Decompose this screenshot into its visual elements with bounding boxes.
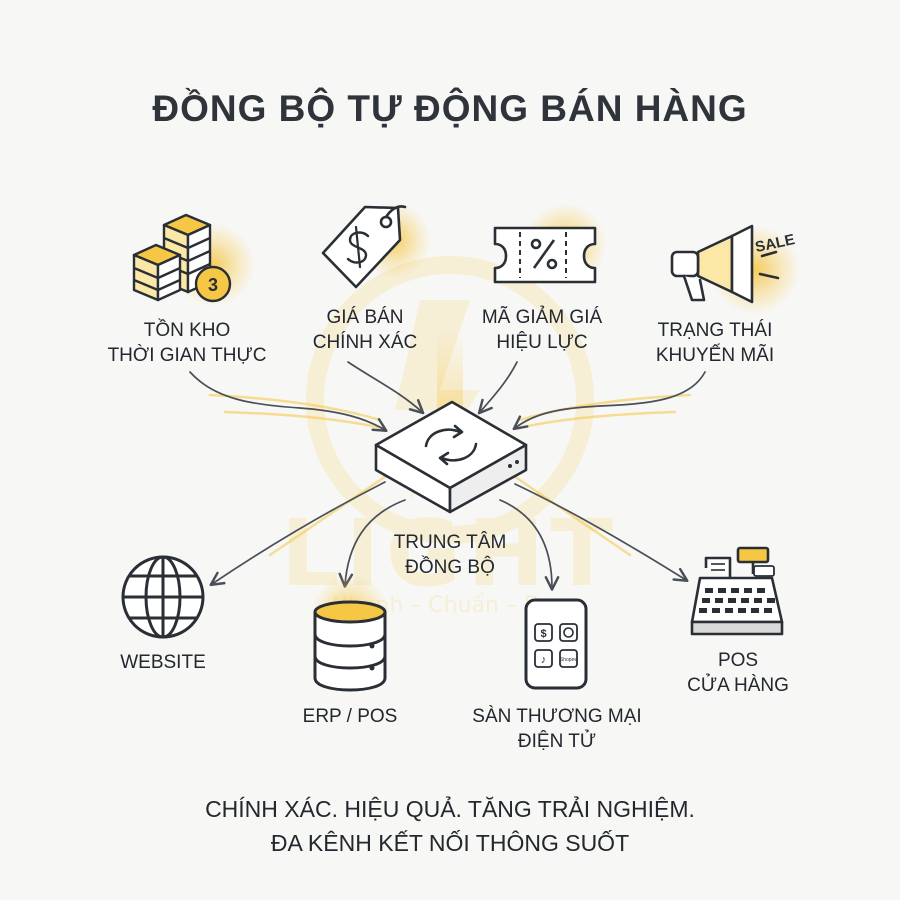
page-title: ĐỒNG BỘ TỰ ĐỘNG BÁN HÀNG	[152, 88, 748, 129]
coupon-ticket-icon	[493, 226, 597, 284]
smartphone-apps-icon: $ ♪ Shopee	[524, 598, 588, 690]
accent-streaks	[208, 330, 692, 557]
database-icon	[313, 600, 387, 692]
sync-hub-icon	[374, 400, 528, 514]
cash-register-icon	[690, 546, 784, 636]
outgoing-arrows	[209, 481, 689, 591]
target-label-erp: ERP / POS	[302, 706, 398, 727]
price-tag-icon	[321, 205, 407, 289]
footer-tagline: CHÍNH XÁC. HIỆU QUẢ. TĂNG TRẢI NGHIỆM.ĐA…	[205, 796, 695, 856]
incoming-arrows	[189, 361, 706, 433]
app-label: Shopee	[560, 657, 577, 663]
inventory-badge: 3	[208, 275, 218, 295]
target-label-website: WEBSITE	[120, 652, 206, 673]
inventory-boxes-icon: 3	[132, 213, 232, 303]
globe-icon	[121, 555, 205, 639]
svg-text:♪: ♪	[541, 654, 547, 666]
svg-text:$: $	[540, 628, 546, 640]
